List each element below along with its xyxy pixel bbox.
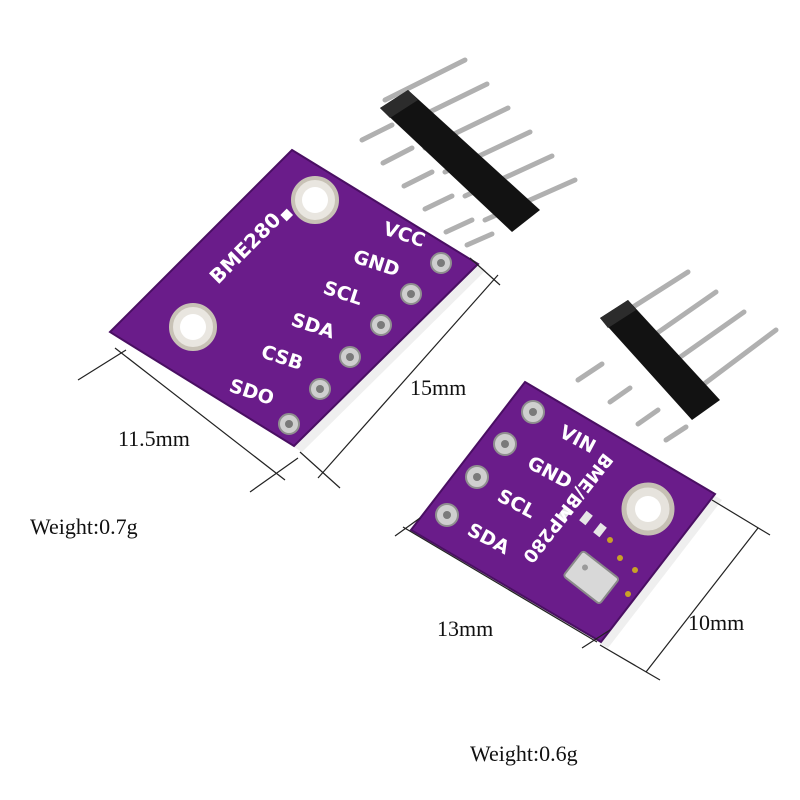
board1-weight-label: Weight:0.7g [30,514,138,539]
bme280-board: BME280 VCC GND SCL SDA CSB SDO [108,148,486,452]
board2-weight-label: Weight:0.6g [470,741,578,766]
board2-height-label: 10mm [688,610,744,635]
pin-header-4 [575,269,779,443]
board1-height-label: 15mm [410,375,466,400]
board2-width-label: 13mm [437,616,493,641]
board1-width-label: 11.5mm [118,426,190,451]
board1-dimensions [77,257,501,493]
pin-header-6 [359,57,578,248]
board2-dimensions [394,499,771,681]
bme-bmp280-board: BME/BMP280 VIN GND SCL SDA [409,380,722,648]
sensor-chip [563,550,619,604]
